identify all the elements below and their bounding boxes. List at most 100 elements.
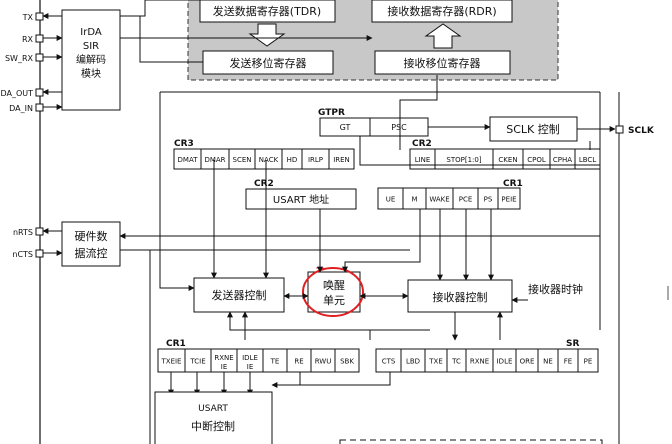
cr2-addr-title: CR2	[254, 179, 274, 189]
cr3-bits-bit-label: SCEN	[233, 156, 252, 164]
gt-right	[359, 136, 600, 166]
pin-irda-in-label: DA_IN	[9, 104, 33, 113]
sr-bits-bit-label: CTS	[382, 358, 396, 366]
sr-to-int	[271, 372, 301, 388]
pin-tx-label: TX	[22, 13, 34, 22]
cr1-bottom-title: CR1	[166, 339, 186, 349]
cr1top-bits-bit-label: M	[411, 196, 417, 204]
sr-bits-bit-label: ORE	[520, 358, 535, 366]
cr2-bits-bit-label: LBCL	[579, 156, 596, 164]
irda-to-txctrl	[159, 92, 195, 291]
rx-ctrl-label: 接收器控制	[433, 290, 488, 304]
tx-ctrl-label: 发送器控制	[212, 288, 267, 302]
rx-ctrl-box	[407, 279, 513, 313]
wakeup-line1: 唤醒	[323, 278, 345, 292]
cr3-bits-bit-label: HD	[287, 156, 298, 164]
hw-flow-line2: 据流控	[75, 246, 108, 260]
cr2-top-title: CR2	[412, 139, 432, 149]
tdr-label: 发送数据寄存器(TDR)	[213, 4, 321, 18]
sclk-ctrl-label: SCLK 控制	[506, 122, 560, 136]
wakeup-box	[307, 271, 361, 313]
pin-sclk-label: SCLK	[628, 126, 655, 136]
pin-irda-out: DA_OUT	[0, 88, 44, 98]
usart-int-box	[154, 391, 273, 444]
cr2-bits-bit-label: STOP[1:0]	[446, 156, 481, 164]
cr1bot-bits-bit-label: IDLE	[242, 354, 258, 362]
hw-flow-block	[61, 221, 121, 267]
irda-line4: 模块	[81, 68, 101, 80]
rdr-label: 接收数据寄存器(RDR)	[387, 4, 496, 18]
cr3-bits-bit-label: DMAT	[178, 156, 199, 164]
gtpr-psc-label: PSC	[391, 123, 407, 132]
sr-bits-bit-label: NE	[543, 358, 553, 366]
rdr-box	[371, 0, 513, 23]
usart-int-line2: 中断控制	[191, 419, 235, 433]
cr3-title: CR3	[174, 139, 194, 149]
cr2-top-bits: LINE STOP[1:0] CKEN CPOL CPHA LBCL	[409, 148, 601, 170]
tdr-box	[199, 0, 336, 23]
tx-shift-label: 发送移位寄存器	[230, 56, 307, 70]
cr3-bits: DMAT DMAR SCEN NACK HD IRLP IREN	[173, 148, 355, 170]
pin-irda-in: DA_IN	[9, 103, 44, 113]
pin-nrts: nRTS	[13, 227, 44, 237]
cr1bot-bits-bit-label: IE	[247, 363, 254, 371]
gtpr-gt-label: GT	[340, 123, 351, 132]
cr1top-bits-bit-label: WAKE	[429, 196, 449, 204]
cr3-bits-bit-label: DMAR	[204, 156, 225, 164]
hw-flow-line1: 硬件数	[75, 230, 108, 243]
dashed-region	[339, 439, 603, 444]
irda-line1: IrDA	[80, 27, 102, 38]
tx-ctrl-box	[193, 277, 285, 313]
pin-rx-label: RX	[22, 35, 34, 44]
sr-bits-bit-label: TXE	[428, 358, 443, 366]
cr1bot-bits-bit-label: SBK	[340, 358, 354, 366]
usart-int-line1: USART	[198, 404, 228, 414]
usart-addr-label: USART 地址	[273, 193, 329, 206]
cr3-bits-bit-label: IRLP	[308, 156, 323, 164]
cr1bot-bits-cell	[334, 348, 360, 373]
pin-nrts-label: nRTS	[13, 228, 33, 237]
usart-addr-box	[245, 188, 357, 210]
tdr-to-shift-arrow	[248, 23, 286, 47]
sr-bits-bit-label: RXNE	[470, 358, 489, 366]
cr1bot-bits-bit-label: RXNE	[214, 354, 233, 362]
cr1bot-bits-bit-label: RWU	[315, 358, 332, 366]
sr-bits-bit-label: FE	[564, 358, 572, 366]
rx-shift-box	[374, 50, 511, 75]
cr2-bits-bit-label: CPHA	[553, 156, 572, 164]
cr1-to-wake	[342, 209, 421, 273]
cr1top-bits-bit-label: UE	[386, 196, 396, 204]
cr3-bits-bit-label: NACK	[259, 156, 279, 164]
sr-bits-cell	[577, 348, 599, 373]
sr-bits-bit-label: TC	[451, 358, 461, 366]
cr3-bits-cell	[328, 148, 355, 170]
cr3-bits-bit-label: IREN	[333, 156, 350, 164]
pin-irda-out-label: DA_OUT	[0, 89, 33, 98]
cr1bot-bits-bit-label: TCIE	[189, 358, 205, 366]
shift-to-rdr-arrow	[424, 23, 462, 49]
cr2-bits-bit-label: LINE	[415, 156, 431, 164]
pin-sclk	[615, 125, 624, 134]
pin-sw-rx: SW_RX	[5, 53, 44, 63]
cr2-bits-bit-label: CKEN	[498, 156, 517, 164]
pin-ncts-label: nCTS	[12, 250, 33, 259]
irda-line3: 编解码	[76, 53, 106, 66]
irda-line2: SIR	[83, 41, 99, 52]
cr1top-bits-bit-label: PCE	[459, 196, 473, 204]
irda-block	[61, 9, 121, 111]
gtpr-title: GTPR	[318, 108, 345, 118]
cr1bot-bits-bit-label: IE	[221, 363, 228, 371]
sr-bits-bit-label: PE	[584, 358, 593, 366]
rxshift-down	[399, 75, 438, 150]
irda-to-tdr-line	[120, 0, 200, 17]
rx-shift-label: 接收移位寄存器	[404, 56, 481, 70]
txctrl-cr1	[227, 311, 430, 331]
cr2-bits-bit-label: CPOL	[527, 156, 546, 164]
cr1bot-bits-bit-label: TE	[270, 358, 280, 366]
sr-bits-bit-label: LBD	[406, 358, 420, 366]
sr-to-int2	[300, 372, 391, 386]
wakeup-line2: 单元	[323, 294, 345, 307]
